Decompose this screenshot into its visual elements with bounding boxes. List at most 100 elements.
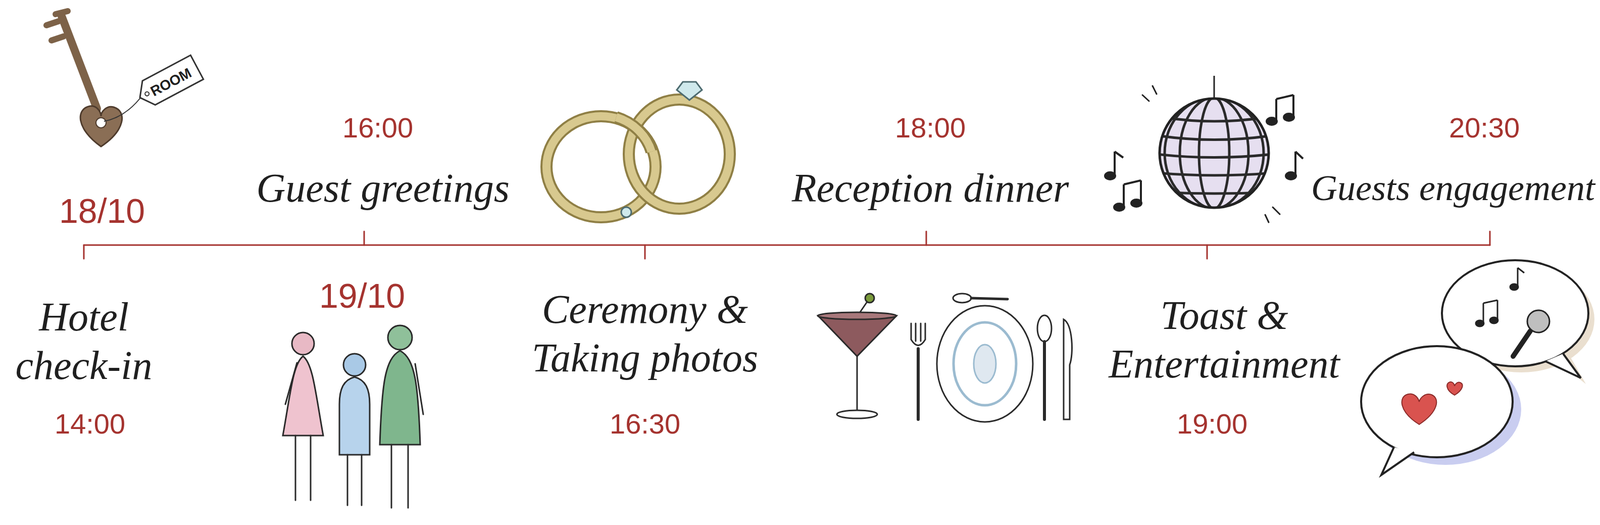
guests-figures-icon-part — [343, 353, 366, 376]
disco-ball-icon-part — [1213, 75, 1216, 99]
dinner-setting-icon-part — [953, 293, 972, 303]
time-label-holder: 20:30 — [1448, 110, 1520, 145]
disco-ball-icon-part-part — [1198, 97, 1230, 209]
event-label-holder: Guest greetings — [256, 163, 510, 213]
disco-ball-icon-part — [1105, 94, 1304, 211]
event-label-holder: Hotel check-in — [8, 292, 160, 390]
disco-ball-icon-part-part — [1156, 172, 1273, 176]
room-key-icon-part-part — [133, 55, 204, 110]
event-label-holder: Toast & Entertainment — [1103, 290, 1346, 388]
timeline-axis-part — [1489, 231, 1491, 245]
event-label: Guests engagement — [1311, 166, 1595, 210]
disco-ball-icon-part-part — [1164, 97, 1264, 209]
speech-bubbles-icon-part-part — [1517, 267, 1525, 273]
disco-ball-icon-part-part — [1179, 97, 1249, 209]
speech-bubbles-icon-part — [1513, 330, 1531, 357]
speech-bubbles-icon-part — [1545, 353, 1581, 378]
dinner-setting-icon-part — [1063, 319, 1072, 420]
guests-figures-icon-part — [407, 444, 410, 508]
wedding-rings-icon-part — [628, 99, 730, 209]
event-label: Reception dinner — [791, 163, 1070, 213]
guests-figures-icon-part — [346, 454, 349, 506]
guests-figures-icon-part — [379, 350, 421, 445]
speech-bubbles-icon-part — [1402, 393, 1437, 425]
wedding-rings-icon-part — [546, 116, 656, 218]
room-key-icon — [46, 11, 204, 147]
wedding-rings-icon-part — [616, 117, 652, 152]
time-label: 16:30 — [609, 406, 681, 441]
time-label: 14:00 — [54, 406, 126, 441]
dinner-setting-icon-part — [936, 305, 1033, 422]
disco-ball-icon-part-part — [1292, 94, 1295, 117]
dinner-setting-icon-part — [1042, 341, 1046, 420]
event-label-holder: Guests engagement — [1311, 166, 1595, 210]
room-key-icon-part — [55, 11, 68, 15]
disco-ball-icon-part-part — [1113, 151, 1116, 175]
room-key-icon-part — [46, 21, 59, 26]
date-label: 18/10 — [59, 190, 145, 232]
guests-figures-icon-part — [282, 356, 324, 436]
room-key-icon-part — [104, 93, 144, 122]
wedding-rings-icon — [546, 81, 730, 218]
wedding-rings-icon-part — [628, 99, 730, 209]
dinner-setting-icon-part — [865, 293, 875, 303]
disco-ball-icon-part-part — [1139, 180, 1142, 203]
disco-ball-icon-part-part — [1294, 151, 1297, 175]
disco-ball-icon-part-part — [1156, 154, 1273, 158]
dinner-setting-icon-part — [953, 322, 1017, 406]
event-label: Guest greetings — [256, 163, 510, 213]
wedding-rings-icon-part — [546, 116, 656, 218]
wedding-rings-icon-part — [676, 81, 703, 100]
speech-bubbles-icon-part — [1361, 345, 1513, 458]
event-label-holder: Ceremony & Taking photos — [523, 284, 767, 382]
speech-bubbles-icon-part-part — [1483, 300, 1498, 304]
speech-bubbles-icon-part — [1381, 446, 1415, 475]
timeline-axis-part — [925, 231, 928, 245]
wedding-rings-icon-part — [621, 207, 632, 218]
speech-bubbles-icon-part-part — [1496, 300, 1499, 320]
speech-bubbles-icon-part — [1475, 267, 1525, 327]
disco-ball-icon-part-part — [1275, 98, 1278, 121]
tag-label-holder: ROOM — [147, 64, 195, 101]
timeline-axis-part — [1206, 244, 1209, 259]
time-label: 18:00 — [894, 110, 966, 145]
disco-ball-icon-part-part — [1123, 180, 1141, 185]
date-label: 19/10 — [319, 275, 406, 317]
speech-bubbles-icon-part-part — [1517, 267, 1519, 286]
room-key-icon-part — [133, 55, 204, 110]
guests-figures-icon-part — [415, 363, 424, 415]
time-label: 19:00 — [1176, 406, 1248, 441]
dinner-setting-icon-part — [1037, 315, 1052, 342]
disco-ball-icon-part-part — [1295, 151, 1304, 159]
dinner-setting-icon-part — [817, 312, 897, 320]
disco-ball-icon-part-part — [1152, 85, 1157, 94]
event-label: Hotel check-in — [8, 292, 160, 390]
timeline-axis-part — [363, 231, 366, 245]
date-label-holder: 19/10 — [319, 275, 406, 317]
speech-bubbles-icon — [1361, 260, 1595, 475]
room-key-icon-part — [80, 106, 123, 147]
guests-figures-icon — [282, 325, 424, 508]
event-label: Ceremony & Taking photos — [523, 284, 767, 382]
dinner-setting-icon-part — [920, 323, 922, 341]
dinner-setting-icon — [817, 293, 1072, 422]
disco-ball-icon-part — [1159, 98, 1269, 208]
disco-ball-icon-part — [1159, 98, 1269, 208]
guests-figures-icon-part — [285, 362, 297, 405]
time-label-holder: 16:00 — [342, 110, 414, 145]
speech-bubbles-icon-part-part — [1482, 303, 1485, 323]
guests-figures-icon-part — [294, 435, 297, 500]
time-label: 20:30 — [1448, 110, 1520, 145]
event-label: Toast & Entertainment — [1103, 290, 1346, 388]
speech-bubbles-icon-part — [1446, 381, 1463, 395]
disco-ball-icon — [1105, 75, 1304, 223]
disco-ball-icon-part-part — [1156, 135, 1273, 140]
timeline-axis-part — [644, 244, 646, 259]
disco-ball-icon-part — [1156, 97, 1273, 209]
guests-figures-icon-part — [387, 325, 413, 350]
dinner-setting-icon-part — [836, 410, 878, 419]
dinner-setting-icon-part — [971, 297, 1008, 299]
time-label: 16:00 — [342, 110, 414, 145]
disco-ball-icon-part-part — [1156, 191, 1273, 194]
dinner-setting-icon-part — [915, 323, 917, 341]
